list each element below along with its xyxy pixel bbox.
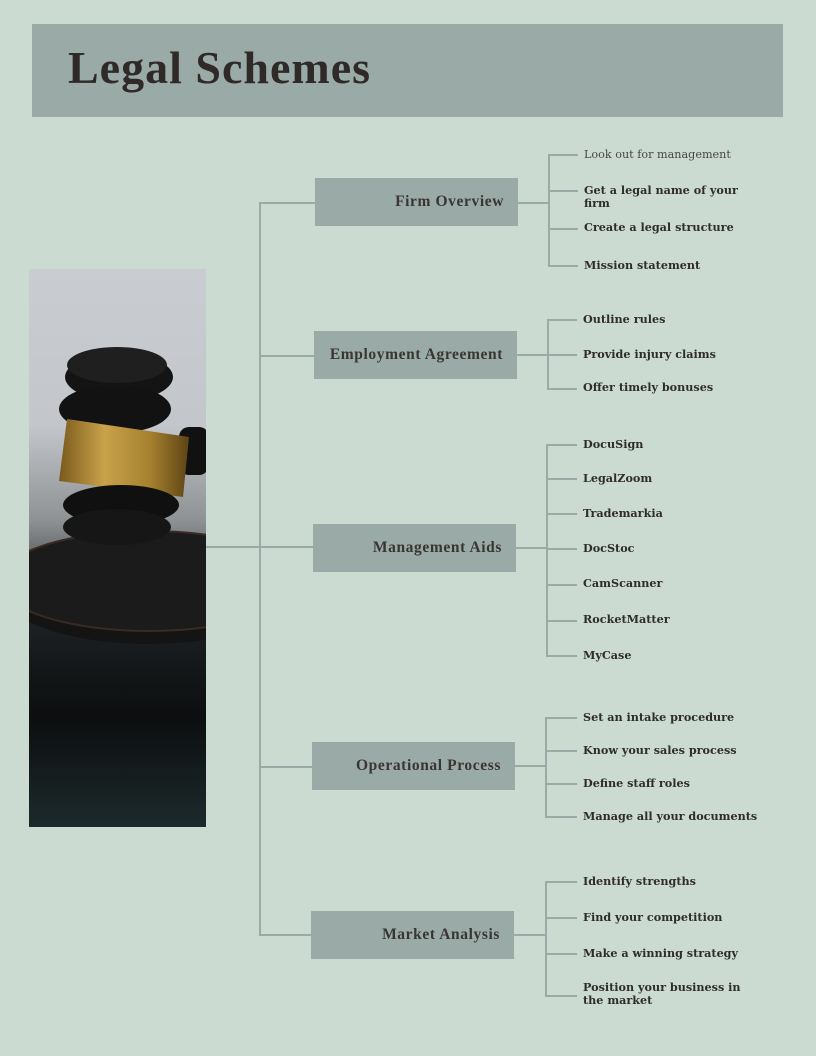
leaf-item: Look out for management — [584, 148, 731, 161]
tick — [547, 354, 577, 356]
leaf-item: Know your sales process — [583, 743, 737, 757]
leaf-item: Provide injury claims — [583, 347, 716, 361]
leaf-item: Outline rules — [583, 312, 666, 326]
leaf-item: LegalZoom — [583, 471, 653, 485]
bracket-3 — [546, 444, 548, 657]
connector-node-1 — [518, 202, 549, 204]
tick — [545, 881, 577, 883]
leaf-item: Identify strengths — [583, 874, 696, 888]
connector-node-3 — [516, 547, 547, 549]
tick — [545, 750, 577, 752]
leaf-item: Create a legal structure — [584, 220, 734, 234]
tick — [546, 444, 577, 446]
node-label: Employment Agreement — [329, 346, 503, 363]
tick — [545, 816, 577, 818]
leaf-item: Get a legal name of your firm — [584, 183, 738, 210]
node-operational-process[interactable]: Operational Process — [312, 742, 515, 790]
tick — [546, 548, 577, 550]
leaf-item: Trademarkia — [583, 506, 663, 520]
tick — [545, 717, 577, 719]
page-title: Legal Schemes — [68, 42, 372, 93]
tick — [546, 478, 577, 480]
node-label: Management Aids — [372, 539, 502, 556]
trunk-vertical — [259, 202, 261, 936]
tick — [548, 190, 578, 192]
leaf-item: Offer timely bonuses — [583, 380, 714, 394]
bracket-4 — [545, 717, 547, 818]
tick — [545, 783, 577, 785]
node-employment-agreement[interactable]: Employment Agreement — [314, 331, 517, 379]
tick — [546, 513, 577, 515]
tick — [546, 655, 577, 657]
leaf-item: CamScanner — [583, 576, 663, 590]
tick — [546, 620, 577, 622]
node-label: Operational Process — [356, 757, 501, 774]
leaf-item: MyCase — [583, 648, 632, 662]
bracket-5 — [545, 881, 547, 997]
tick — [547, 388, 577, 390]
gavel-icon — [29, 347, 206, 644]
tick — [547, 319, 577, 321]
node-label: Firm Overview — [395, 193, 504, 210]
leaf-item: Set an intake procedure — [583, 710, 735, 724]
node-firm-overview[interactable]: Firm Overview — [315, 178, 518, 226]
bracket-1 — [548, 154, 550, 266]
tick — [548, 154, 578, 156]
connector-node-4 — [515, 765, 546, 767]
connector-trunk-1 — [259, 202, 316, 204]
leaf-item: Define staff roles — [583, 776, 690, 790]
tick — [546, 584, 577, 586]
node-label: Market Analysis — [382, 926, 500, 943]
gavel-photo — [29, 269, 206, 827]
header-banner: Legal Schemes — [32, 24, 783, 117]
connector-trunk-5 — [259, 934, 312, 936]
tick — [548, 228, 578, 230]
node-market-analysis[interactable]: Market Analysis — [311, 911, 514, 959]
connector-image-to-trunk — [206, 546, 260, 548]
leaf-item: DocStoc — [583, 541, 635, 555]
leaf-item: Position your business in the market — [583, 980, 741, 1007]
node-management-aids[interactable]: Management Aids — [313, 524, 516, 572]
leaf-item: Make a winning strategy — [583, 946, 739, 960]
connector-trunk-2 — [259, 355, 315, 357]
connector-node-2 — [517, 354, 548, 356]
leaf-item: DocuSign — [583, 437, 644, 451]
connector-node-5 — [514, 934, 546, 936]
tick — [545, 995, 577, 997]
connector-trunk-3 — [259, 546, 314, 548]
leaf-item: Manage all your documents — [583, 809, 758, 823]
leaf-item: Find your competition — [583, 910, 723, 924]
leaf-item: RocketMatter — [583, 612, 670, 626]
tick — [548, 265, 578, 267]
tick — [545, 953, 577, 955]
leaf-item: Mission statement — [584, 258, 701, 272]
connector-trunk-4 — [259, 766, 313, 768]
tick — [545, 917, 577, 919]
